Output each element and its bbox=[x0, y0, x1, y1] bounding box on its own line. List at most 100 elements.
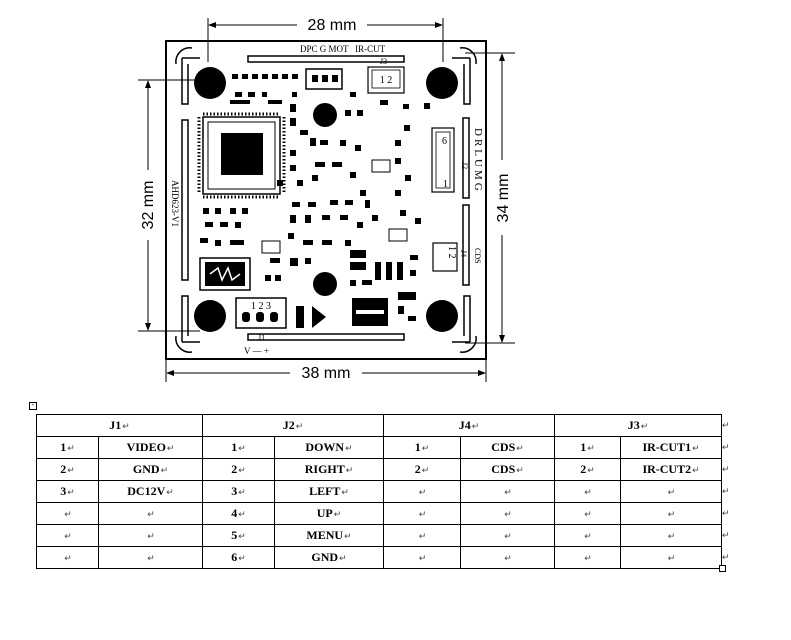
model-label: AHD623-V1 bbox=[170, 180, 180, 227]
pin-function-cell: ↵ bbox=[620, 546, 723, 569]
board-dimension-drawing: 28 mm 38 mm 32 mm 34 mm DPC G MOT IR-CUT… bbox=[138, 17, 515, 382]
pin-function-cell: ↵ bbox=[460, 546, 556, 569]
table-row: ↵↵4↵UP↵↵↵↵↵ bbox=[36, 502, 723, 525]
pin-number-cell: 1↵ bbox=[554, 436, 622, 459]
board-inner-edges bbox=[175, 47, 477, 353]
pin-function-cell: DOWN↵ bbox=[274, 436, 385, 459]
pin-number-cell: ↵ bbox=[383, 546, 462, 569]
pin-function-cell: VIDEO↵ bbox=[97, 436, 204, 459]
pin-number-cell: 3↵ bbox=[202, 480, 276, 503]
pin-number-cell: 4↵ bbox=[202, 502, 276, 525]
j4-cds-label: CDS bbox=[473, 248, 482, 264]
pin-number-cell: 2↵ bbox=[383, 458, 462, 481]
row-end-mark: ↵ bbox=[722, 486, 730, 496]
pin-function-cell: ↵ bbox=[97, 502, 204, 525]
top-pin-row bbox=[232, 74, 298, 79]
j1-label: J1 bbox=[258, 333, 265, 342]
pinout-table: J1↵ J2↵ J4↵ J3↵ 1↵VIDEO↵1↵DOWN↵1↵CDS↵1↵I… bbox=[35, 414, 723, 569]
j3-connector: 1 2 bbox=[367, 66, 405, 94]
pin-function-cell: RIGHT↵ bbox=[274, 458, 385, 481]
table-row: ↵↵5↵MENU↵↵↵↵↵ bbox=[36, 524, 723, 547]
pin-number-cell: 1↵ bbox=[36, 436, 99, 459]
row-end-mark: ↵ bbox=[722, 508, 730, 518]
pin-number-cell: ↵ bbox=[383, 502, 462, 525]
left-height-label: 32 mm bbox=[140, 181, 157, 230]
pin-number-cell: 2↵ bbox=[554, 458, 622, 481]
pin-number-cell: ↵ bbox=[554, 546, 622, 569]
row-end-mark: ↵ bbox=[722, 530, 730, 540]
pin-function-cell: ↵ bbox=[620, 524, 723, 547]
j2-pin-last: 1 bbox=[443, 179, 448, 190]
row-end-mark: ↵ bbox=[722, 464, 730, 474]
table-resize-handle[interactable] bbox=[719, 565, 726, 572]
pin-number-cell: 5↵ bbox=[202, 524, 276, 547]
table-header-row: J1↵ J2↵ J4↵ J3↵ bbox=[35, 414, 723, 437]
pin-function-cell: MENU↵ bbox=[274, 524, 385, 547]
pin-function-cell: IR-CUT1↵ bbox=[620, 436, 723, 459]
pin-function-cell: ↵ bbox=[620, 480, 723, 503]
board-outline bbox=[165, 40, 487, 360]
pin-number-cell: ↵ bbox=[383, 524, 462, 547]
pin-function-cell: ↵ bbox=[97, 524, 204, 547]
group-header-j2: J2↵ bbox=[202, 414, 385, 437]
pin-number-cell: ↵ bbox=[36, 524, 99, 547]
j2-label: J2 bbox=[460, 162, 469, 169]
main-ic bbox=[197, 112, 286, 199]
pin-function-cell: ↵ bbox=[620, 502, 723, 525]
top-silkscreen-labels: DPC G MOT IR-CUT bbox=[300, 44, 386, 54]
brand-label: DRLUMG bbox=[472, 128, 484, 194]
j2-connector: 6 1 J2 bbox=[431, 127, 469, 193]
pin-number-cell: ↵ bbox=[383, 480, 462, 503]
pin-function-cell: DC12V↵ bbox=[97, 480, 204, 503]
bottom-width-label: 38 mm bbox=[302, 365, 351, 382]
pin-number-cell: ↵ bbox=[554, 480, 622, 503]
j1-connector: 1 2 3 J1 V — + bbox=[235, 297, 287, 356]
j4-connector: 1 2 J4 CDS bbox=[432, 242, 482, 272]
j1-pins: 1 2 3 bbox=[251, 301, 271, 312]
pin-number-cell: 1↵ bbox=[202, 436, 276, 459]
pin-number-cell: 6↵ bbox=[202, 546, 276, 569]
pin-number-cell: 3↵ bbox=[36, 480, 99, 503]
row-end-mark: ↵ bbox=[722, 420, 730, 430]
small-ics bbox=[261, 159, 408, 254]
pin-function-cell: LEFT↵ bbox=[274, 480, 385, 503]
pin-number-cell: ↵ bbox=[554, 502, 622, 525]
pin-number-cell: 1↵ bbox=[383, 436, 462, 459]
group-header-j1: J1↵ bbox=[35, 414, 204, 437]
pin-number-cell: ↵ bbox=[36, 502, 99, 525]
mounting-holes bbox=[194, 67, 458, 332]
row-end-mark: ↵ bbox=[722, 442, 730, 452]
table-row: 1↵VIDEO↵1↵DOWN↵1↵CDS↵1↵IR-CUT1↵ bbox=[36, 436, 723, 459]
pin-number-cell: 2↵ bbox=[202, 458, 276, 481]
pin-function-cell: CDS↵ bbox=[460, 436, 556, 459]
j4-label: J4 bbox=[459, 250, 468, 257]
j2-pin-first: 6 bbox=[442, 136, 447, 147]
j3-label: J3 bbox=[380, 57, 387, 66]
pin-function-cell: GND↵ bbox=[274, 546, 385, 569]
pin-function-cell: GND↵ bbox=[97, 458, 204, 481]
top-width-label: 28 mm bbox=[308, 17, 357, 34]
table-anchor-icon[interactable]: + bbox=[29, 402, 37, 410]
pin-number-cell: ↵ bbox=[36, 546, 99, 569]
table-row: 3↵DC12V↵3↵LEFT↵↵↵↵↵ bbox=[36, 480, 723, 503]
table-row: 2↵GND↵2↵RIGHT↵2↵CDS↵2↵IR-CUT2↵ bbox=[36, 458, 723, 481]
pin-function-cell: IR-CUT2↵ bbox=[620, 458, 723, 481]
pin-function-cell: ↵ bbox=[460, 524, 556, 547]
group-header-j4: J4↵ bbox=[383, 414, 556, 437]
right-height-label: 34 mm bbox=[495, 174, 512, 223]
smd-components bbox=[200, 92, 430, 321]
table-row: ↵↵6↵GND↵↵↵↵↵ bbox=[36, 546, 723, 569]
top-header-3pin bbox=[305, 68, 343, 90]
pin-number-cell: ↵ bbox=[554, 524, 622, 547]
row-end-mark: ↵ bbox=[722, 552, 730, 562]
j4-pins: 1 2 bbox=[446, 246, 457, 259]
dimension-arrows bbox=[145, 22, 505, 376]
pin-function-cell: ↵ bbox=[460, 480, 556, 503]
j1-polarity: V — + bbox=[244, 346, 269, 356]
pin-function-cell: UP↵ bbox=[274, 502, 385, 525]
diode-component bbox=[296, 298, 388, 328]
pin-function-cell: ↵ bbox=[97, 546, 204, 569]
pin-number-cell: 2↵ bbox=[36, 458, 99, 481]
relay-component bbox=[199, 257, 251, 291]
j3-pins: 1 2 bbox=[380, 75, 393, 86]
